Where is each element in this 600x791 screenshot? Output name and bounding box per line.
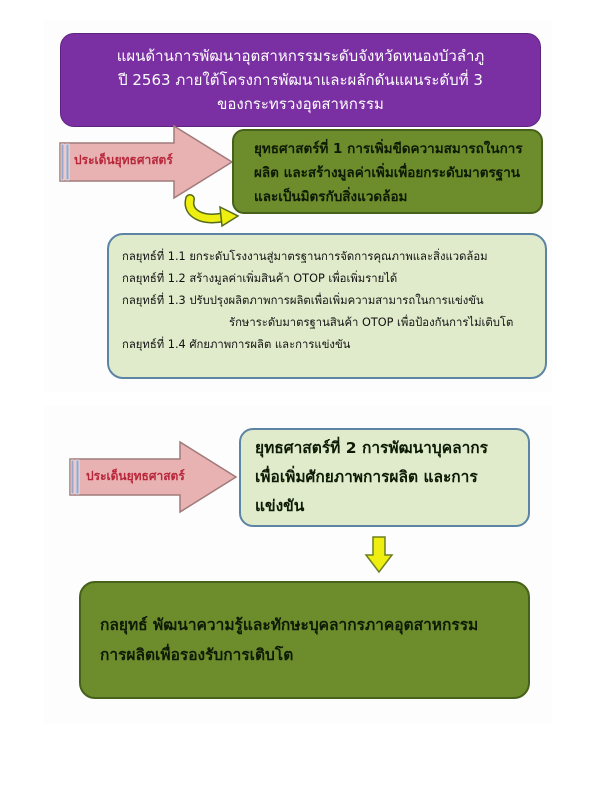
tactic-1-3: กลยุทธ์ที่ 1.3 ปรับปรุงผลิตภาพการผลิตเพื… <box>122 294 484 307</box>
strategy-1-line-3: และเป็นมิตรกับสิ่งแวดล้อม <box>254 189 408 205</box>
strategy-2-box: ยุทธศาสตร์ที่ 2 การพัฒนาบุคลากร เพื่อเพิ… <box>239 428 530 527</box>
curved-arrow-icon <box>184 194 240 228</box>
strategy-1-line-2: ผลิต และสร้างมูลค่าเพิ่มเพื่อยกระดับมาตร… <box>254 165 521 181</box>
tactic-1-4: กลยุทธ์ที่ 1.4 ศักยภาพการผลิต และการแข่ง… <box>122 338 351 351</box>
title-line-2: ปี 2563 ภายใต้โครงการพัฒนาและผลักดันแผนร… <box>118 71 483 89</box>
title-line-3: ของกระทรวงอุตสาหกรรม <box>217 95 384 113</box>
tactic-1-1: กลยุทธ์ที่ 1.1 ยกระดับโรงงานสู่มาตรฐานกา… <box>122 250 488 263</box>
tactics-1-box: กลยุทธ์ที่ 1.1 ยกระดับโรงงานสู่มาตรฐานกา… <box>107 233 547 379</box>
tactic-2-box: กลยุทธ์ พัฒนาความรู้และทักษะบุคลากรภาคอุ… <box>79 581 530 699</box>
issue-label-2: ประเด็นยุทธศาสตร์ <box>86 469 185 483</box>
down-arrow-icon <box>364 536 394 574</box>
strategy-2-line-2: เพื่อเพิ่มศักยภาพการผลิต และการ <box>255 468 478 486</box>
issue-label-1: ประเด็นยุทธศาสตร์ <box>74 153 173 167</box>
issue-arrow-2 <box>69 440 238 514</box>
tactic-2-line-2: การผลิตเพื่อรองรับการเติบโต <box>100 646 294 664</box>
strategy-1-box: ยุทธศาสตร์ที่ 1 การเพิ่มขีดความสมารถในกา… <box>232 129 543 214</box>
tactic-2-line-1: กลยุทธ์ พัฒนาความรู้และทักษะบุคลากรภาคอุ… <box>100 616 479 634</box>
title-line-1: แผนด้านการพัฒนาอุตสาหกรรมระดับจังหวัดหนอ… <box>116 47 485 65</box>
tactic-1-2: กลยุทธ์ที่ 1.2 สร้างมูลค่าเพิ่มสินค้า OT… <box>122 272 398 285</box>
tactic-1-3-cont: รักษาระดับมาตรฐานสินค้า OTOP เพื่อป้องกั… <box>229 316 514 329</box>
strategy-1-line-1: ยุทธศาสตร์ที่ 1 การเพิ่มขีดความสมารถในกา… <box>254 141 523 157</box>
strategy-2-line-1: ยุทธศาสตร์ที่ 2 การพัฒนาบุคลากร <box>255 439 488 457</box>
issue-arrow-1 <box>59 124 234 200</box>
strategy-2-line-3: แข่งขัน <box>255 497 305 515</box>
plan-title: แผนด้านการพัฒนาอุตสาหกรรมระดับจังหวัดหนอ… <box>60 33 541 127</box>
